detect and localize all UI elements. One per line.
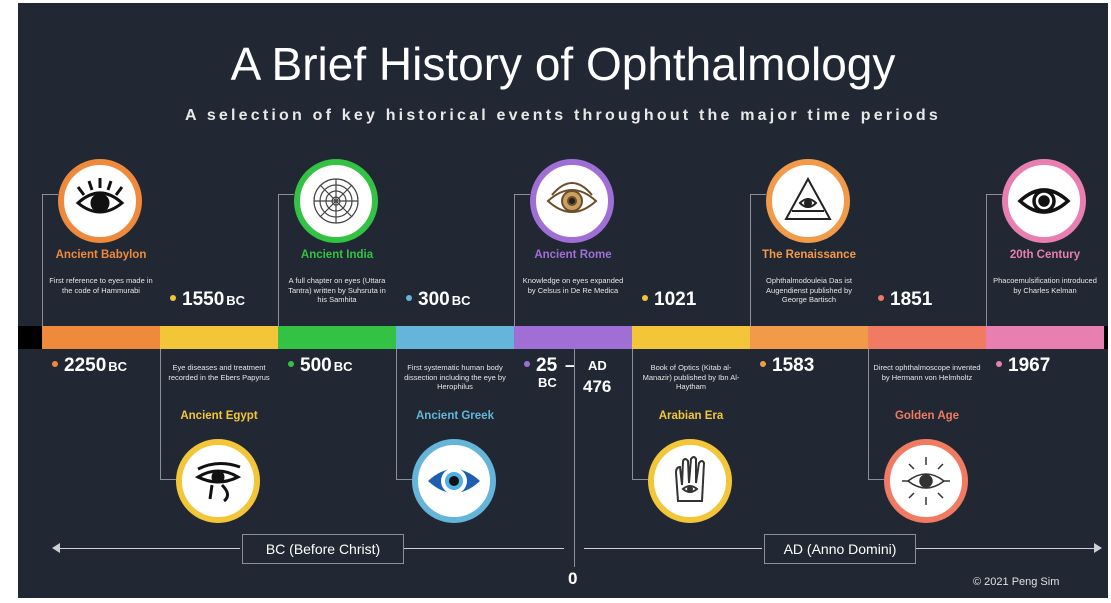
egypt-eye-of-horus-icon <box>176 439 260 523</box>
connector-line <box>278 194 294 195</box>
connector-line <box>160 479 176 480</box>
timeline-segment-rome <box>514 326 632 349</box>
date-golden: 1851 <box>878 289 932 311</box>
era-desc-india: A full chapter on eyes (Uttara Tantra) w… <box>288 276 386 304</box>
date-rome-suffix: BC <box>538 375 557 390</box>
era-title-greek: Ancient Greek <box>416 410 494 422</box>
era-desc-20th-century: Phacoemulsification introduced by Charle… <box>993 276 1097 295</box>
date-arabian: 1021 <box>642 289 696 311</box>
date-rome: 25 <box>524 355 557 377</box>
zero-divider-line <box>574 349 575 567</box>
bc-arrow-line-right <box>404 548 564 549</box>
timeline-segment-20th-century <box>986 326 1104 349</box>
connector-line <box>868 479 884 480</box>
arabian-hamsa-icon <box>648 439 732 523</box>
greek-blue-eye-icon <box>412 439 496 523</box>
era-title-babylon: Ancient Babylon <box>55 249 147 261</box>
timeline-segment-renaissance <box>750 326 868 349</box>
ad-label-box: AD (Anno Domini) <box>764 534 916 564</box>
rome-ornate-eye-icon <box>530 159 614 243</box>
connector-line <box>42 194 43 326</box>
connector-line <box>160 349 161 479</box>
page-title: A Brief History of Ophthalmology <box>230 38 896 90</box>
timeline-bar-start <box>18 326 42 349</box>
india-mandala-icon <box>294 159 378 243</box>
connector-line <box>750 194 751 326</box>
century20-eye-outline-icon <box>1002 159 1086 243</box>
timeline-segment-babylon <box>42 326 160 349</box>
date-20th-century: 1967 <box>996 355 1050 377</box>
bc-arrow-line <box>58 548 240 549</box>
ad-arrow-line <box>916 548 1096 549</box>
timeline-bar-end <box>1104 326 1108 349</box>
date-divider-dash: – <box>565 355 576 375</box>
renaissance-pyramid-eye-icon <box>766 159 850 243</box>
connector-line <box>396 479 412 480</box>
era-title-golden: Golden Age <box>894 410 960 422</box>
page-subtitle: A selection of key historical events thr… <box>185 107 941 124</box>
ad-476-date: 476 <box>583 377 612 396</box>
infographic-canvas: A Brief History of Ophthalmology A selec… <box>18 3 1108 598</box>
connector-line <box>514 194 530 195</box>
era-title-arabian: Arabian Era <box>658 410 724 422</box>
ad-label: AD <box>588 358 607 373</box>
timeline-segment-egypt <box>160 326 278 349</box>
connector-line <box>278 194 279 326</box>
babylon-eye-lashes-icon <box>58 159 142 243</box>
era-desc-renaissance: Ophthalmodouleia Das ist Augendienst pub… <box>766 276 852 304</box>
connector-line <box>42 194 58 195</box>
timeline-segment-greek <box>396 326 514 349</box>
era-desc-egypt: Eye diseases and treatment recorded in t… <box>168 363 270 382</box>
era-title-renaissance: The Renaissance <box>762 249 856 261</box>
connector-line <box>986 194 1002 195</box>
copyright-text: © 2021 Peng Sim <box>973 576 1060 588</box>
timeline-segment-arabian <box>632 326 750 349</box>
bc-label-box: BC (Before Christ) <box>242 534 404 564</box>
connector-line <box>750 194 766 195</box>
era-title-egypt: Ancient Egypt <box>180 410 258 422</box>
golden-sun-eye-icon <box>884 439 968 523</box>
era-desc-rome: Knowledge on eyes expanded by Celsus in … <box>522 276 624 295</box>
era-title-rome: Ancient Rome <box>534 249 612 261</box>
timeline-segment-india <box>278 326 396 349</box>
right-arrow-icon <box>1094 543 1102 553</box>
connector-line <box>986 194 987 326</box>
zero-label: 0 <box>568 569 578 588</box>
date-renaissance: 1583 <box>760 355 814 377</box>
connector-line <box>632 349 633 479</box>
era-title-india: Ancient India <box>300 249 374 261</box>
era-desc-greek: First systematic human body dissection i… <box>404 363 506 391</box>
connector-line <box>514 194 515 326</box>
timeline-segment-golden <box>868 326 986 349</box>
era-desc-babylon: First reference to eyes made in the code… <box>49 276 153 295</box>
era-desc-golden: Direct ophthalmoscope invented by Herman… <box>873 363 981 382</box>
ad-arrow-line-left <box>584 548 762 549</box>
era-desc-arabian: Book of Optics (Kitab al-Manazir) publis… <box>642 363 740 391</box>
era-title-20th-century: 20th Century <box>1009 249 1081 261</box>
connector-line <box>868 349 869 479</box>
connector-line <box>396 349 397 479</box>
connector-line <box>632 479 648 480</box>
left-arrow-icon <box>52 543 60 553</box>
